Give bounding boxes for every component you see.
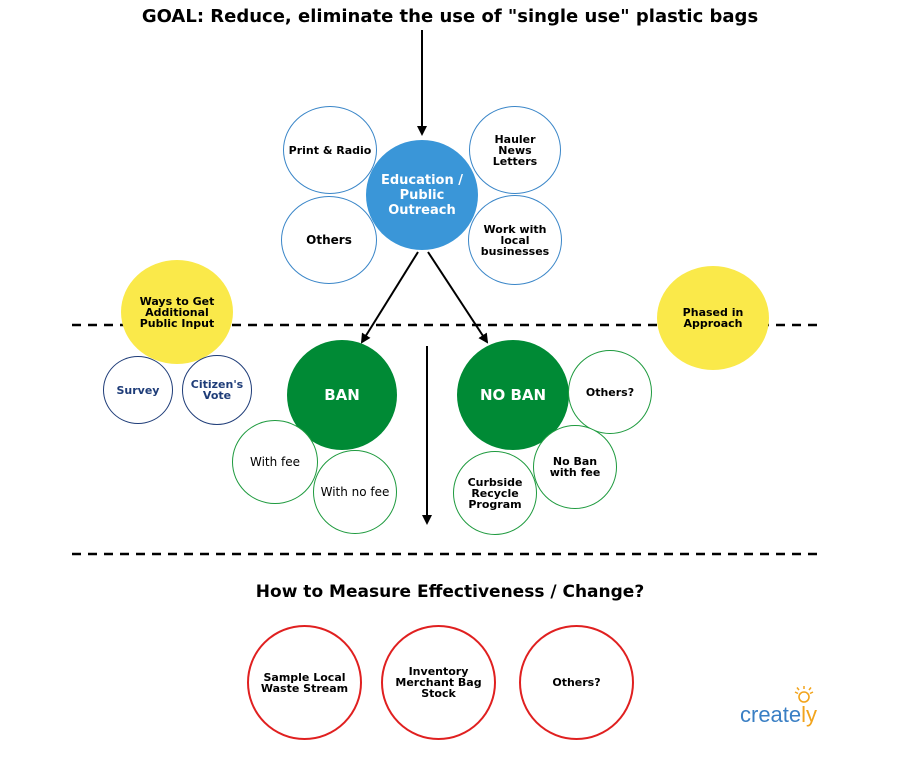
with-no-fee-node: With no fee xyxy=(313,450,397,534)
curbside-node: Curbside Recycle Program xyxy=(453,451,537,535)
sample-waste-node: Sample Local Waste Stream xyxy=(247,625,362,740)
public-input-node: Ways to Get Additional Public Input xyxy=(121,260,233,364)
with-fee-node: With fee xyxy=(232,420,318,504)
logo-accent-text: ly xyxy=(801,702,818,727)
others-measure-node: Others? xyxy=(519,625,634,740)
others-top-node: Others xyxy=(281,196,377,284)
survey-node: Survey xyxy=(103,356,173,424)
ban-node: BAN xyxy=(287,340,397,450)
no-ban-arrow xyxy=(427,251,489,344)
inventory-node: Inventory Merchant Bag Stock xyxy=(381,625,496,740)
hauler-news-node: Hauler News Letters xyxy=(469,106,561,194)
citizens-vote-node: Citizen's Vote xyxy=(182,355,252,425)
phased-approach-node: Phased in Approach xyxy=(657,266,769,370)
measure-title: How to Measure Effectiveness / Change? xyxy=(255,582,645,602)
others-no-ban-node: Others? xyxy=(568,350,652,434)
logo-main-text: create xyxy=(740,702,802,727)
ban-arrow xyxy=(360,251,419,344)
work-local-node: Work with local businesses xyxy=(468,195,562,285)
print-radio-node: Print & Radio xyxy=(283,106,377,194)
no-ban-with-fee-node: No Ban with fee xyxy=(533,425,617,509)
goal-title: GOAL: Reduce, eliminate the use of "sing… xyxy=(141,6,759,27)
education-node: Education / Public Outreach xyxy=(366,140,478,250)
creately-logo: creately xyxy=(740,702,817,728)
lightbulb-icon xyxy=(794,686,814,703)
